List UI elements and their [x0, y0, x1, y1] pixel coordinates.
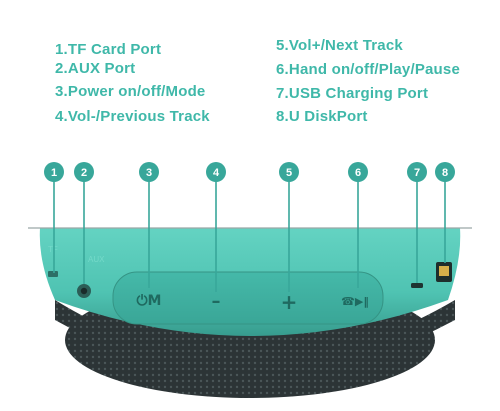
svg-text:1: 1: [51, 167, 57, 179]
button-pad: [112, 271, 384, 325]
legend-item-tf-card: 1.TF Card Port: [55, 41, 162, 58]
u-disk-contacts: [439, 266, 449, 276]
svg-text:6: 6: [355, 167, 361, 179]
callout-1: 1: [44, 162, 64, 182]
body-emboss-aux: AUX: [88, 255, 105, 264]
callout-6: 6: [348, 162, 368, 182]
callout-8: 8: [435, 162, 455, 182]
legend-item-u-disk: 8.U DiskPort: [276, 108, 368, 125]
svg-text:4: 4: [213, 167, 220, 179]
legend-item-hand-play: 6.Hand on/off/Play/Pause: [276, 61, 461, 78]
svg-text:3: 3: [146, 167, 152, 179]
call-play-pause-button[interactable]: ☎▶‖: [341, 295, 369, 308]
feature-legend: 1.TF Card Port 2.AUX Port 3.Power on/off…: [0, 0, 500, 140]
vol-up-button[interactable]: +: [281, 290, 298, 314]
callout-7: 7: [407, 162, 427, 182]
legend-item-vol-up: 5.Vol+/Next Track: [276, 37, 403, 54]
svg-text:7: 7: [414, 167, 420, 179]
callout-leaders: [53, 180, 446, 292]
callout-5: 5: [279, 162, 299, 182]
vol-down-button[interactable]: –: [212, 291, 221, 312]
legend-item-vol-down: 4.Vol-/Previous Track: [55, 108, 210, 125]
tf-card-slot-icon: [48, 271, 58, 277]
legend-item-power-mode: 3.Power on/off/Mode: [55, 83, 206, 100]
callout-2: 2: [74, 162, 94, 182]
svg-text:8: 8: [442, 167, 448, 179]
power-mode-button[interactable]: ⏻M: [136, 293, 161, 309]
callout-3: 3: [139, 162, 159, 182]
callout-4: 4: [206, 162, 226, 182]
legend-item-usb-charging: 7.USB Charging Port: [276, 85, 429, 102]
svg-text:2: 2: [81, 167, 87, 179]
svg-text:5: 5: [286, 167, 292, 179]
legend-item-aux: 2.AUX Port: [55, 60, 136, 77]
usb-charging-port-icon: [411, 283, 423, 288]
body-emboss-tf: TF: [48, 245, 58, 254]
aux-jack-hole: [80, 287, 88, 295]
